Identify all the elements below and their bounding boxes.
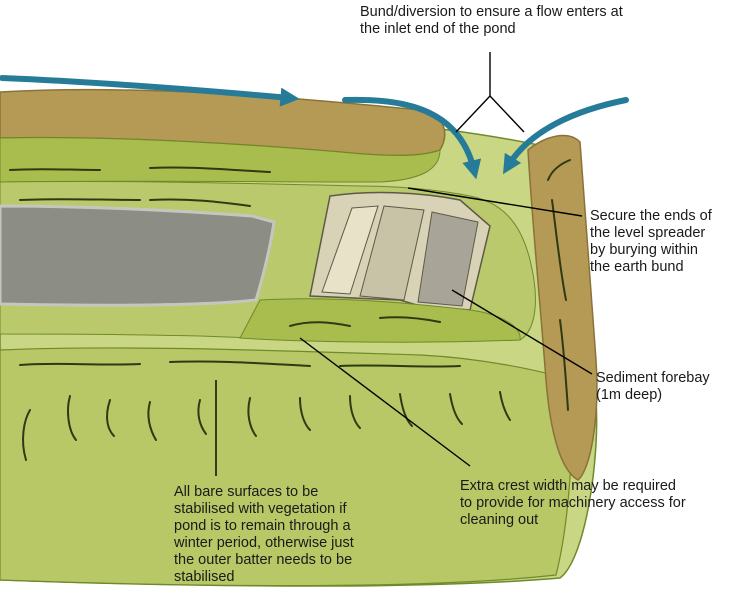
leader-bund-right xyxy=(490,96,524,132)
secure-ends-label: Secure the ends of the level spreader by… xyxy=(590,208,746,276)
leader-bund-left xyxy=(456,96,490,132)
extra-crest-label: Extra crest width may be required to pro… xyxy=(460,478,746,529)
bund-diversion-label: Bund/diversion to ensure a flow enters a… xyxy=(360,4,720,38)
bare-surfaces-label: All bare surfaces to be stabilised with … xyxy=(174,484,436,586)
sediment-forebay-label: Sediment forebay (1m deep) xyxy=(596,370,746,404)
pond-water xyxy=(0,206,274,305)
